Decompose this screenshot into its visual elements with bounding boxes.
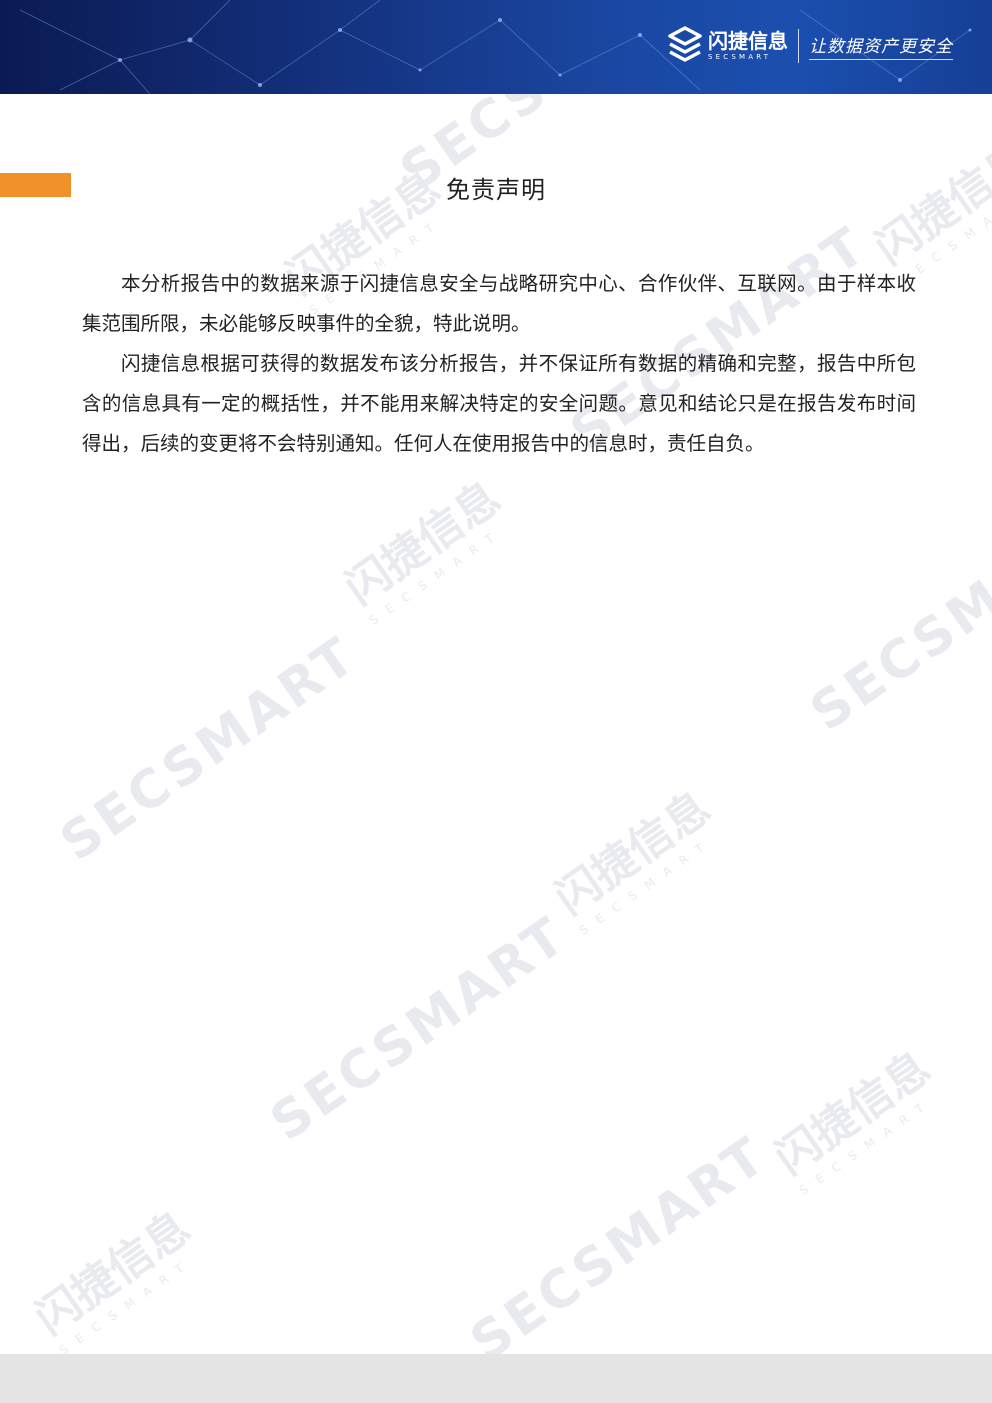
brand-subtitle: SECSMART — [708, 53, 772, 61]
brand-slogan: 让数据资产更安全 — [809, 32, 953, 60]
secsmart-logo-icon — [668, 26, 702, 62]
disclaimer-body: 本分析报告中的数据来源于闪捷信息安全与战略研究中心、合作伙伴、互联网。由于样本收… — [82, 264, 916, 464]
disclaimer-paragraph: 闪捷信息根据可获得的数据发布该分析报告，并不保证所有数据的精确和完整，报告中所包… — [82, 352, 916, 455]
network-background-graphic — [19, 0, 972, 94]
brand-divider — [798, 29, 799, 63]
watermark-en: SECSMART — [260, 905, 579, 1154]
page-title: 免责声明 — [446, 176, 546, 204]
watermark-en: SECSMART — [800, 495, 992, 744]
disclaimer-paragraph: 本分析报告中的数据来源于闪捷信息安全与战略研究中心、合作伙伴、互联网。由于样本收… — [82, 272, 916, 335]
footer-band — [0, 1354, 992, 1403]
brand-lockup: 闪捷信息 SECSMART 让数据资产更安全 — [668, 24, 953, 68]
section-accent-bar — [0, 173, 71, 197]
watermark-en: SECSMART — [50, 625, 369, 874]
brand-name: 闪捷信息 — [708, 29, 788, 53]
watermark-en: SECSMART — [460, 1125, 779, 1354]
header-banner: 闪捷信息 SECSMART 让数据资产更安全 — [0, 0, 992, 94]
